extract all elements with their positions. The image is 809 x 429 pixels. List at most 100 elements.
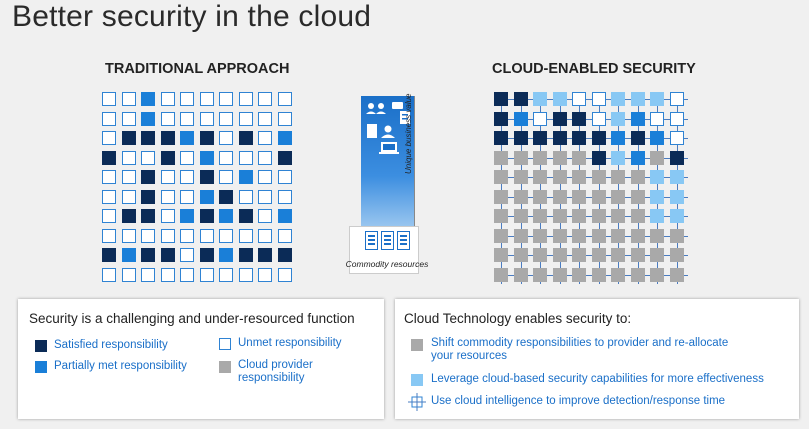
- satisfied-cell: [141, 209, 155, 223]
- satisfied-cell: [141, 248, 155, 262]
- cloud-provider-cell: [611, 209, 625, 223]
- cloud-provider-cell: [591, 228, 606, 243]
- satisfied-cell: [121, 209, 136, 223]
- unmet-cell: [238, 150, 253, 165]
- cloud-intelligence-icon: [408, 393, 426, 411]
- cloud-capability-cell: [650, 170, 664, 184]
- unmet-cell: [102, 189, 116, 204]
- unmet-cell: [160, 170, 175, 184]
- satisfied-cell: [591, 150, 606, 165]
- cloud-provider-cell: [572, 209, 586, 223]
- partial-cell: [611, 131, 625, 145]
- unmet-cell: [238, 267, 253, 282]
- partial-cell: [219, 209, 233, 223]
- cloud-provider-cell: [669, 228, 684, 243]
- unmet-cell: [102, 228, 116, 243]
- satisfied-cell: [219, 189, 233, 204]
- satisfied-cell: [572, 131, 586, 145]
- grid-line: [494, 274, 688, 276]
- unmet-cell: [650, 111, 664, 126]
- cloud-provider-cell: [513, 267, 528, 282]
- cloud-provider-cell: [533, 267, 547, 282]
- satisfied-cell: [141, 170, 155, 184]
- satisfied-cell: [552, 131, 567, 145]
- grid-line: [494, 216, 688, 217]
- cloud-capability-cell: [611, 111, 625, 126]
- unmet-cell: [258, 111, 272, 126]
- page-title: Better security in the cloud: [12, 0, 372, 33]
- cloud-capability-cell: [552, 92, 567, 106]
- cloud-provider-cell: [630, 248, 645, 262]
- cloud-provider-cell: [494, 267, 508, 282]
- unmet-cell: [102, 111, 116, 126]
- cloud-capability-cell: [669, 209, 684, 223]
- cloud-provider-cell: [513, 228, 528, 243]
- cloud-provider-cell: [533, 189, 547, 204]
- commodity-resources-label: Commodity resources: [345, 259, 429, 269]
- unmet-cell: [102, 131, 116, 145]
- unmet-cell: [219, 228, 233, 243]
- unmet-cell: [238, 111, 253, 126]
- cloud-provider-cell: [572, 189, 586, 204]
- unmet-cell: [219, 92, 233, 106]
- unmet-cell: [258, 170, 272, 184]
- unmet-cell: [121, 189, 136, 204]
- partial-cell: [650, 131, 664, 145]
- cloud-provider-cell: [611, 228, 625, 243]
- cloud-provider-label-2: responsibility: [238, 372, 305, 384]
- legend-traditional-panel: Security is a challenging and under-reso…: [18, 299, 384, 419]
- partial-label: Partially met responsibility: [54, 360, 187, 372]
- unmet-cell: [238, 228, 253, 243]
- grid-line: [559, 92, 561, 284]
- cloud-provider-cell: [513, 150, 528, 165]
- unmet-cell: [180, 267, 194, 282]
- cloud-provider-cell: [494, 170, 508, 184]
- unmet-cell: [102, 209, 116, 223]
- unmet-cell: [669, 131, 684, 145]
- unmet-cell: [180, 150, 194, 165]
- partial-cell: [630, 111, 645, 126]
- grid-line: [676, 92, 678, 284]
- cloud-provider-cell: [650, 228, 664, 243]
- satisfied-cell: [572, 111, 586, 126]
- grid-line: [494, 118, 688, 120]
- satisfied-cell: [513, 131, 528, 145]
- unmet-cell: [199, 228, 214, 243]
- unmet-cell: [591, 92, 606, 106]
- cloud-provider-cell: [533, 248, 547, 262]
- cloud-provider-cell: [572, 150, 586, 165]
- unmet-cell: [121, 111, 136, 126]
- unmet-cell: [180, 248, 194, 262]
- cloud-capability-cell: [611, 150, 625, 165]
- cloud-provider-cell: [650, 248, 664, 262]
- cloud-provider-cell: [552, 209, 567, 223]
- cloud-capability-cell: [669, 170, 684, 184]
- cloud-provider-cell: [611, 267, 625, 282]
- unmet-cell: [141, 228, 155, 243]
- partial-cell: [219, 248, 233, 262]
- cloud-provider-cell: [591, 170, 606, 184]
- satisfied-cell: [552, 111, 567, 126]
- unmet-cell: [572, 92, 586, 106]
- cloud-provider-cell: [572, 248, 586, 262]
- partial-cell: [199, 189, 214, 204]
- satisfied-cell: [591, 131, 606, 145]
- unmet-cell: [219, 131, 233, 145]
- cloud-capability-cell: [533, 92, 547, 106]
- grid-line: [540, 92, 541, 284]
- satisfied-cell: [199, 131, 214, 145]
- partial-cell: [513, 111, 528, 126]
- satisfied-swatch: [35, 340, 47, 352]
- unmet-cell: [180, 92, 194, 106]
- cloud-capability-cell: [650, 92, 664, 106]
- unmet-cell: [533, 111, 547, 126]
- unmet-cell: [180, 228, 194, 243]
- grid-line: [494, 157, 688, 159]
- unmet-cell: [180, 189, 194, 204]
- cloud-provider-cell: [650, 150, 664, 165]
- cloud-provider-cell: [630, 189, 645, 204]
- satisfied-cell: [513, 92, 528, 106]
- unmet-cell: [121, 228, 136, 243]
- cloud-provider-cell: [533, 228, 547, 243]
- unmet-cell: [121, 170, 136, 184]
